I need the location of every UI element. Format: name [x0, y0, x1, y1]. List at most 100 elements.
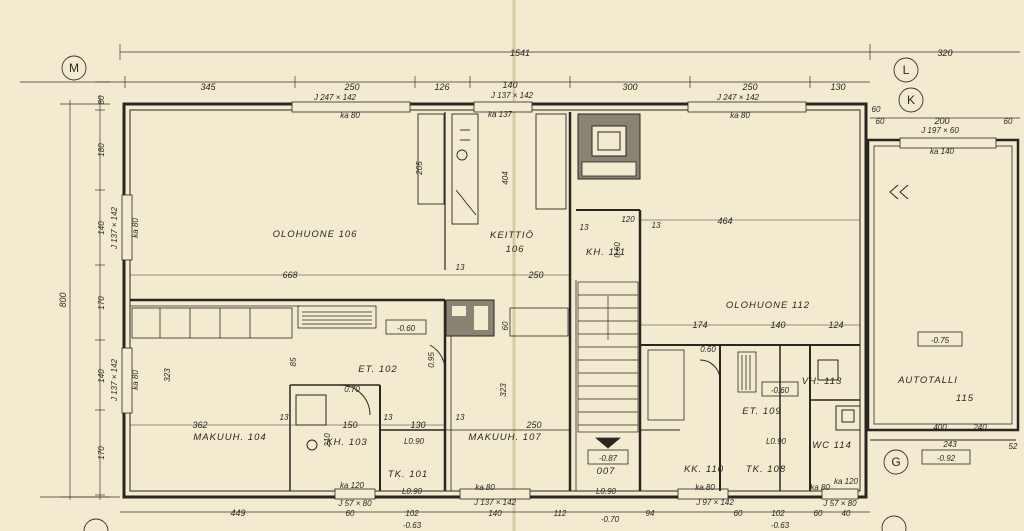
misc-fixtures — [295, 184, 1016, 451]
ka-mark-4: ka 140 — [930, 147, 955, 156]
dim-13d: 13 — [456, 413, 465, 422]
grid-label-k: K — [907, 93, 915, 107]
ka-mark-8: ka 80 — [695, 483, 715, 492]
window-mark-7: J 137 × 142 — [473, 498, 517, 507]
dim-323b: 323 — [499, 383, 508, 397]
room-tk-101: TK. 101 — [388, 469, 428, 480]
left-dim-a: 80 — [97, 95, 106, 104]
top-dim-f: 250 — [741, 82, 757, 92]
ka-mark-11: ka 80 — [810, 483, 830, 492]
bottom-dim-e: 112 — [554, 509, 567, 518]
wardrobes — [131, 305, 757, 421]
dim-250a: 250 — [527, 270, 543, 280]
top-dim-j: 60 — [1004, 117, 1013, 126]
ka-mark-1: ka 80 — [340, 111, 360, 120]
dim-210: 210 — [323, 433, 332, 448]
bottom-dim-a: 449 — [230, 508, 245, 518]
bottom-dim-h: 102 — [771, 509, 785, 518]
window-mark-3: J 247 × 142 — [716, 93, 760, 102]
ka-mark-3: ka 80 — [730, 111, 750, 120]
dim-174: 174 — [692, 320, 707, 330]
room-007: 007 — [597, 466, 616, 477]
dim-85: 85 — [289, 357, 298, 366]
dim-090c: L0.90 — [596, 487, 617, 496]
window-mark-9: J 97 × 142 — [695, 498, 734, 507]
window-mark-5: J 137 × 142 — [110, 206, 119, 250]
window-mark-4: J 197 × 60 — [920, 126, 959, 135]
left-dim-f: 170 — [97, 446, 106, 460]
top-dim-c: 126 — [434, 82, 449, 92]
ka-mark-9: ka 120 — [340, 481, 365, 490]
room-et-102: ET. 102 — [358, 364, 397, 375]
level-4: -0.75 — [931, 336, 950, 345]
left-dim-c: 140 — [97, 221, 106, 235]
room-olohuone-106: OLOHUONE 106 — [273, 229, 358, 240]
top-dim-g: 130 — [830, 82, 845, 92]
dim-13f: 13 — [384, 413, 393, 422]
dim-060b: 0.60 — [700, 345, 716, 354]
room-keittio-number: 106 — [506, 244, 525, 255]
grid-markers — [61, 55, 924, 531]
bottom-dim-f: 94 — [646, 509, 655, 518]
overall-width: 1541 — [510, 48, 530, 58]
bottom-dim-b: 60 — [346, 509, 355, 518]
room-keittio: KEITTIÖ — [490, 230, 534, 241]
bottom-dim-g: 60 — [734, 509, 743, 518]
stairs — [577, 281, 639, 449]
window-mark-1: J 247 × 142 — [313, 93, 357, 102]
top-dim-b: 250 — [343, 82, 359, 92]
grid-label-l: L — [903, 63, 910, 77]
room-kh-111: KH. 111 — [586, 247, 626, 258]
left-dim-e: 140 — [97, 369, 106, 383]
room-wc-114: WC 114 — [812, 440, 852, 451]
ka-mark-6: ka 80 — [131, 370, 140, 390]
top-dim-d: 140 — [502, 80, 517, 90]
overall-height: 800 — [58, 292, 68, 307]
fireplace — [445, 113, 641, 337]
top-dim-e: 300 — [622, 82, 637, 92]
level-2: -0.87 — [599, 454, 618, 463]
room-kh-103: KH. 103 — [326, 437, 367, 448]
dim-464: 464 — [717, 216, 732, 226]
window-mark-10: J 57 × 80 — [822, 499, 857, 508]
ka-mark-10: ka 120 — [834, 477, 859, 486]
top-dim-k: 60 — [872, 105, 881, 114]
dim-240: 240 — [972, 423, 987, 432]
level-7: -0.63 — [771, 521, 790, 530]
grid-label-m: M — [69, 61, 79, 75]
level-6: -0.63 — [403, 521, 422, 530]
dim-323a: 323 — [163, 368, 172, 382]
windows — [121, 101, 997, 500]
overall-right-ext: 320 — [937, 48, 952, 58]
room-makuuh-104: MAKUUH. 104 — [193, 432, 266, 443]
dim-090d: L0.90 — [766, 437, 787, 446]
dim-400: 400 — [933, 423, 947, 432]
room-makuuh-107: MAKUUH. 107 — [468, 432, 541, 443]
dim-668: 668 — [282, 270, 297, 280]
level-1: -0.60 — [397, 324, 416, 333]
bottom-dim-j: 40 — [842, 509, 851, 518]
dim-124: 124 — [828, 320, 843, 330]
left-dim-b: 180 — [97, 143, 106, 157]
kitchen-counters — [417, 113, 567, 225]
grid-marker-k — [898, 87, 924, 113]
level-3: -0.60 — [771, 386, 790, 395]
grid-marker-l — [893, 57, 919, 83]
dimension-lines — [20, 44, 1020, 513]
room-tk-108: TK. 108 — [746, 464, 786, 475]
bottom-dim-c: 102 — [405, 509, 419, 518]
dim-250b: 250 — [525, 420, 541, 430]
dim-090a: L0.90 — [404, 437, 425, 446]
dim-60: 60 — [501, 321, 510, 330]
dim-070: 0.70 — [344, 385, 360, 394]
room-et-109: ET. 109 — [742, 406, 781, 417]
ka-mark-5: ka 80 — [131, 218, 140, 238]
grid-label-g: G — [891, 455, 900, 469]
left-dim-d: 170 — [97, 296, 106, 310]
dim-120: 120 — [621, 215, 635, 224]
dim-140: 140 — [770, 320, 785, 330]
level-8: -0.70 — [601, 515, 620, 524]
grid-marker-g — [883, 449, 909, 475]
bottom-dim-i: 60 — [814, 509, 823, 518]
dim-130: 130 — [410, 420, 425, 430]
